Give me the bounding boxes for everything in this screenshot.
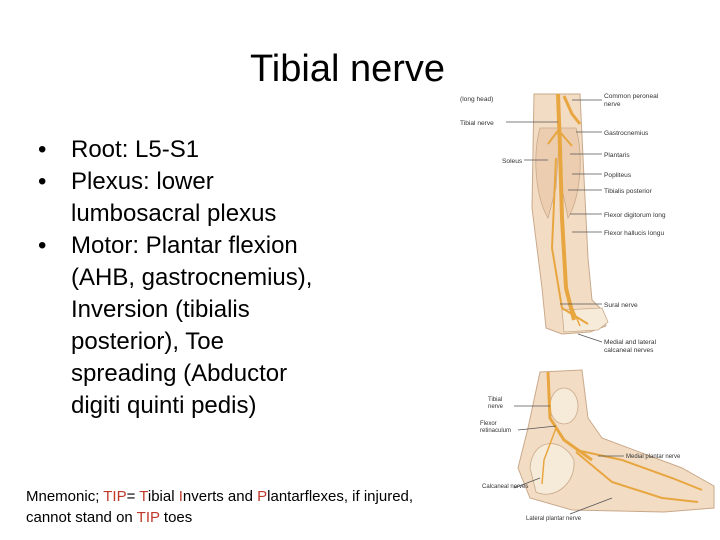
upper-labels: (long head) Tibial nerve Soleus Common p… bbox=[460, 93, 666, 354]
mnemonic-line2-suffix: toes bbox=[159, 509, 193, 526]
bullet-root: • Root: L5-S1 bbox=[38, 134, 368, 166]
bullet-plexus: • Plexus: lower lumbosacral plexus bbox=[38, 166, 368, 230]
bullet-line: digiti quinti pedis) bbox=[71, 392, 257, 419]
mnemonic-line-1: Mnemonic; TIP= Tibial Inverts and Planta… bbox=[26, 486, 466, 507]
bullet-marker: • bbox=[38, 232, 47, 259]
calcaneal-nerve-foot bbox=[541, 427, 557, 485]
sural-nerve bbox=[550, 157, 589, 325]
mnemonic-tip-2: TIP bbox=[136, 509, 160, 526]
mnemonic-word-lantarflexes: lantarflexes, if injured, bbox=[267, 488, 414, 505]
upper-leader-lines bbox=[506, 99, 603, 343]
bullet-marker: • bbox=[38, 168, 47, 195]
label-common-peroneal-2: nerve bbox=[604, 101, 621, 108]
mnemonic-tip: TIP bbox=[103, 488, 127, 505]
bullet-line: Motor: Plantar flexion bbox=[71, 232, 298, 259]
label-gastrocnemius: Gastrocnemius bbox=[604, 130, 649, 137]
mnemonic-prefix: Mnemonic; bbox=[26, 488, 104, 505]
bullet-line: lumbosacral plexus bbox=[71, 200, 277, 227]
label-common-peroneal-1: Common peroneal bbox=[604, 93, 659, 100]
nerve-branch bbox=[559, 131, 573, 147]
bullet-line: Inversion (tibialis bbox=[71, 296, 250, 323]
bullet-list: • Root: L5-S1 • Plexus: lower lumbosacra… bbox=[38, 134, 368, 422]
gastrocnemius-muscle bbox=[559, 127, 581, 220]
lower-leader-lines bbox=[513, 405, 624, 515]
label-flexor-hallucis: Flexor hallucis longu bbox=[604, 230, 664, 237]
label-flexor-digitorum: Flexor digitorum long bbox=[604, 212, 666, 219]
bullet-line: posterior), Toe bbox=[71, 328, 224, 355]
medial-malleolus bbox=[549, 387, 579, 425]
label-popliteus: Popliteus bbox=[604, 172, 632, 179]
mnemonic-line2-prefix: cannot stand on bbox=[26, 509, 137, 526]
lateral-plantar-nerve bbox=[575, 451, 699, 503]
mnemonic-word-nverts: nverts and bbox=[182, 488, 258, 505]
label-foot-tibial-1: Tibial bbox=[488, 397, 502, 403]
leg-posterior-view bbox=[531, 93, 609, 335]
label-foot-tibial-2: nerve bbox=[488, 404, 504, 410]
label-sural-nerve: Sural nerve bbox=[604, 302, 638, 309]
mnemonic-line-2: cannot stand on TIP toes bbox=[26, 507, 466, 528]
foot-medial-view bbox=[517, 369, 715, 513]
bullet-line: Root: L5-S1 bbox=[71, 136, 200, 163]
label-calcaneal-nerves: Calcaneal nerves bbox=[482, 484, 528, 490]
label-flexor-retinaculum-1: Flexor bbox=[480, 421, 497, 427]
label-calcaneal-1: Medial and lateral bbox=[604, 339, 657, 346]
bullet-marker: • bbox=[38, 136, 47, 163]
nerve-branch bbox=[547, 127, 561, 145]
medial-plantar-nerve bbox=[575, 449, 703, 491]
mnemonic-eq: = bbox=[126, 488, 140, 505]
label-medial-plantar: Medial plantar nerve bbox=[626, 454, 681, 460]
mnemonic-word-ibial: ibial bbox=[147, 488, 179, 505]
slide-title: Tibial nerve bbox=[250, 48, 446, 90]
label-tibial-nerve: Tibial nerve bbox=[460, 120, 494, 127]
common-peroneal-nerve bbox=[562, 95, 582, 125]
bullet-motor: • Motor: Plantar flexion (AHB, gastrocne… bbox=[38, 230, 368, 422]
bullet-line: Plexus: lower bbox=[71, 168, 214, 195]
mnemonic-letter-i: I bbox=[178, 488, 183, 505]
tibial-nerve-illustration: (long head) Tibial nerve Soleus Common p… bbox=[460, 93, 715, 522]
label-calcaneal-2: calcaneal nerves bbox=[604, 347, 654, 354]
bullet-line: spreading (Abductor bbox=[71, 360, 288, 387]
mnemonic-letter-t: T bbox=[139, 488, 148, 505]
lower-labels: Tibial nerve Flexor retinaculum Medial p… bbox=[480, 397, 681, 522]
label-soleus: Soleus bbox=[502, 158, 523, 165]
calcaneus-bone bbox=[529, 443, 575, 495]
calcaneal-nerve bbox=[569, 301, 581, 327]
bullet-line: (AHB, gastrocnemius), bbox=[71, 264, 313, 291]
mnemonic-letter-p: P bbox=[257, 488, 268, 505]
label-tibialis-posterior: Tibialis posterior bbox=[604, 188, 653, 195]
label-flexor-retinaculum-2: retinaculum bbox=[480, 428, 511, 434]
label-lateral-plantar: Lateral plantar nerve bbox=[526, 516, 582, 522]
label-long-head: (long head) bbox=[460, 96, 493, 103]
mnemonic-note: Mnemonic; TIP= Tibial Inverts and Planta… bbox=[26, 486, 466, 528]
label-plantaris: Plantaris bbox=[604, 152, 630, 159]
